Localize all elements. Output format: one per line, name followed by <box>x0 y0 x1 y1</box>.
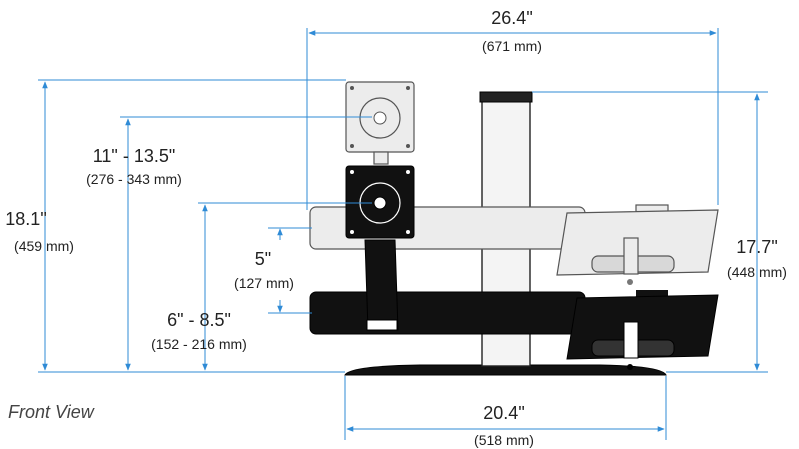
dimension-lines <box>38 28 768 440</box>
monitor-arm <box>364 239 399 331</box>
base-foot <box>344 364 667 376</box>
lower-range-metric: (152 - 216 mm) <box>151 336 247 352</box>
overall-height-metric: (459 mm) <box>14 238 74 254</box>
arm-clamp <box>366 319 398 331</box>
lower-keyboard-tray <box>566 290 719 370</box>
upper-monitor-mount <box>345 81 415 165</box>
pole-cap <box>479 91 533 103</box>
view-label: Front View <box>8 402 95 422</box>
pole-height-imperial: 17.7" <box>736 237 777 257</box>
base-width-imperial: 20.4" <box>483 403 524 423</box>
dimension-labels: 26.4" (671 mm) 18.1" (459 mm) 11" - 13.5… <box>5 8 787 448</box>
monitor-range-imperial: 11" - 13.5" <box>93 146 176 166</box>
workstation-drawing <box>309 81 719 376</box>
lower-range-imperial: 6" - 8.5" <box>167 310 231 330</box>
tray-gap-metric: (127 mm) <box>234 275 294 291</box>
tray-gap-imperial: 5" <box>255 249 271 269</box>
overall-width-imperial: 26.4" <box>491 8 532 28</box>
lower-crossbar <box>309 291 586 335</box>
upper-keyboard-tray <box>556 204 719 285</box>
pole-height-metric: (448 mm) <box>727 264 787 280</box>
lower-monitor-mount <box>345 165 415 239</box>
base-width-metric: (518 mm) <box>474 432 534 448</box>
overall-width-metric: (671 mm) <box>482 38 542 54</box>
monitor-range-metric: (276 - 343 mm) <box>86 171 182 187</box>
overall-height-imperial: 18.1" <box>5 209 46 229</box>
